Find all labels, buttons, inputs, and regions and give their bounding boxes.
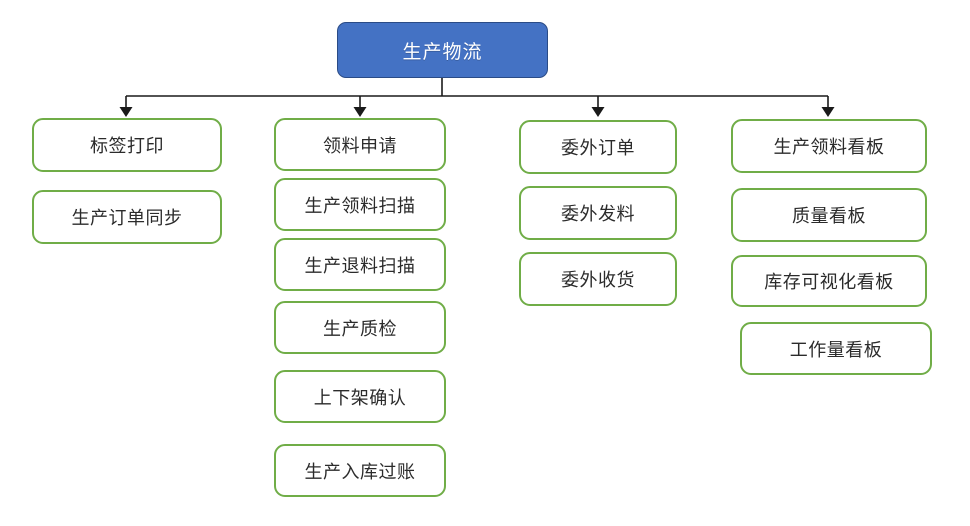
leaf-node[interactable]: 生产领料扫描 bbox=[274, 178, 446, 231]
leaf-node[interactable]: 生产质检 bbox=[274, 301, 446, 354]
leaf-node[interactable]: 委外收货 bbox=[519, 252, 677, 306]
root-node-production-logistics[interactable]: 生产物流 bbox=[337, 22, 548, 78]
leaf-node[interactable]: 委外订单 bbox=[519, 120, 677, 174]
leaf-node[interactable]: 生产入库过账 bbox=[274, 444, 446, 497]
leaf-node[interactable]: 工作量看板 bbox=[740, 322, 932, 375]
leaf-node[interactable]: 委外发料 bbox=[519, 186, 677, 240]
leaf-node[interactable]: 上下架确认 bbox=[274, 370, 446, 423]
arrow-head-icon-2 bbox=[353, 107, 367, 117]
arrow-head-icon-1 bbox=[119, 107, 133, 117]
arrow-head-icon-4 bbox=[821, 107, 835, 117]
leaf-node[interactable]: 生产订单同步 bbox=[32, 190, 222, 244]
leaf-node[interactable]: 质量看板 bbox=[731, 188, 927, 242]
leaf-node[interactable]: 领料申请 bbox=[274, 118, 446, 171]
leaf-node[interactable]: 生产退料扫描 bbox=[274, 238, 446, 291]
leaf-node[interactable]: 标签打印 bbox=[32, 118, 222, 172]
arrow-head-icon-3 bbox=[591, 107, 605, 117]
leaf-node[interactable]: 库存可视化看板 bbox=[731, 255, 927, 307]
leaf-node[interactable]: 生产领料看板 bbox=[731, 119, 927, 173]
